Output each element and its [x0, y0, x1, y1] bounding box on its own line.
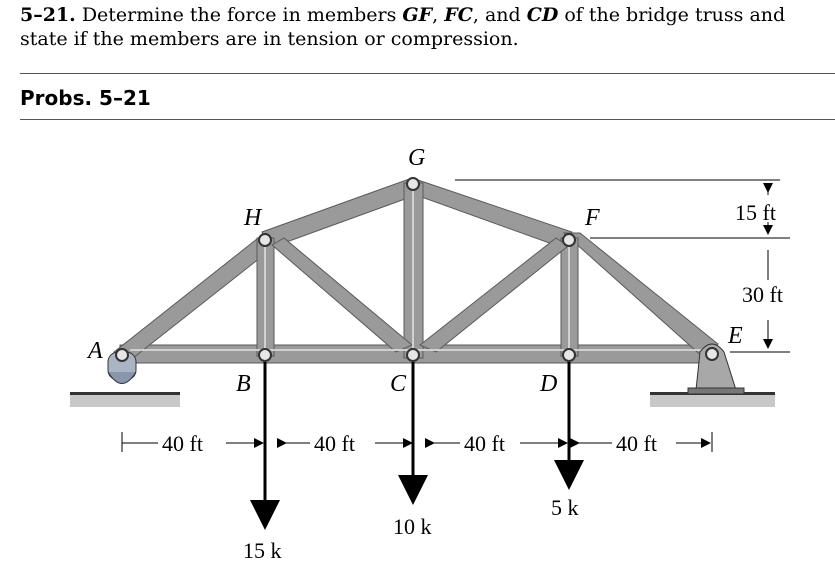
joint-label-g: G — [408, 145, 425, 171]
member-hg — [261, 177, 417, 249]
span-dimensions — [121, 432, 713, 452]
truss-figure: A B C D E F G H 40 ft 40 ft 40 ft 40 ft … — [70, 145, 790, 563]
member-gf: GF — [402, 4, 433, 26]
member-hc — [271, 237, 413, 353]
probs-label: Probs. 5–21 — [20, 86, 151, 110]
dim-panel-4: 40 ft — [616, 431, 657, 456]
pin-support-e — [687, 343, 745, 395]
joint-label-c: C — [390, 371, 407, 397]
pin-f — [562, 233, 576, 247]
pin-h — [258, 233, 272, 247]
pin-d — [562, 348, 576, 362]
pin-b — [258, 348, 272, 362]
member-fe — [562, 232, 719, 359]
joint-label-e: E — [727, 323, 743, 349]
member-fc: FC — [444, 4, 473, 26]
joint-label-a: A — [86, 338, 103, 364]
pins — [258, 177, 576, 362]
joint-label-d: D — [539, 371, 557, 397]
load-labels: 15 k 10 k 5 k — [243, 495, 579, 563]
divider-top — [20, 73, 835, 74]
problem-number: 5–21. — [20, 4, 76, 26]
dimension-labels: 40 ft 40 ft 40 ft 40 ft 15 ft 30 ft — [162, 200, 783, 456]
dim-panel-2: 40 ft — [314, 431, 355, 456]
pin-g — [406, 177, 420, 191]
member-gf — [411, 177, 573, 250]
problem-text-1: Determine the force in members — [75, 4, 403, 26]
joint-labels: A B C D E F G H — [86, 145, 743, 397]
separator: , — [432, 4, 445, 26]
joint-label-f: F — [584, 205, 600, 231]
roller-support-a — [107, 348, 137, 384]
load-label-d: 5 k — [551, 495, 579, 520]
separator: , and — [472, 4, 527, 26]
divider-bottom — [20, 119, 835, 120]
joint-label-b: B — [236, 371, 251, 397]
dim-panel-1: 40 ft — [162, 431, 203, 456]
dim-panel-3: 40 ft — [464, 431, 505, 456]
pin-c — [406, 348, 420, 362]
load-label-c: 10 k — [393, 514, 432, 539]
member-fc — [419, 237, 569, 353]
truss-members — [113, 177, 719, 364]
problem-text-2: of the bridge truss and state if the mem… — [20, 4, 786, 50]
ground-left — [70, 392, 180, 407]
member-cd: CD — [526, 4, 559, 26]
dim-lower-height: 30 ft — [742, 282, 783, 307]
dim-upper-height: 15 ft — [735, 200, 776, 225]
height-dimensions — [455, 179, 790, 353]
joint-label-h: H — [243, 205, 263, 231]
load-label-b: 15 k — [243, 538, 282, 563]
problem-statement: 5–21. Determine the force in members GF,… — [20, 3, 825, 51]
member-ah — [113, 234, 271, 363]
loads — [250, 362, 584, 530]
